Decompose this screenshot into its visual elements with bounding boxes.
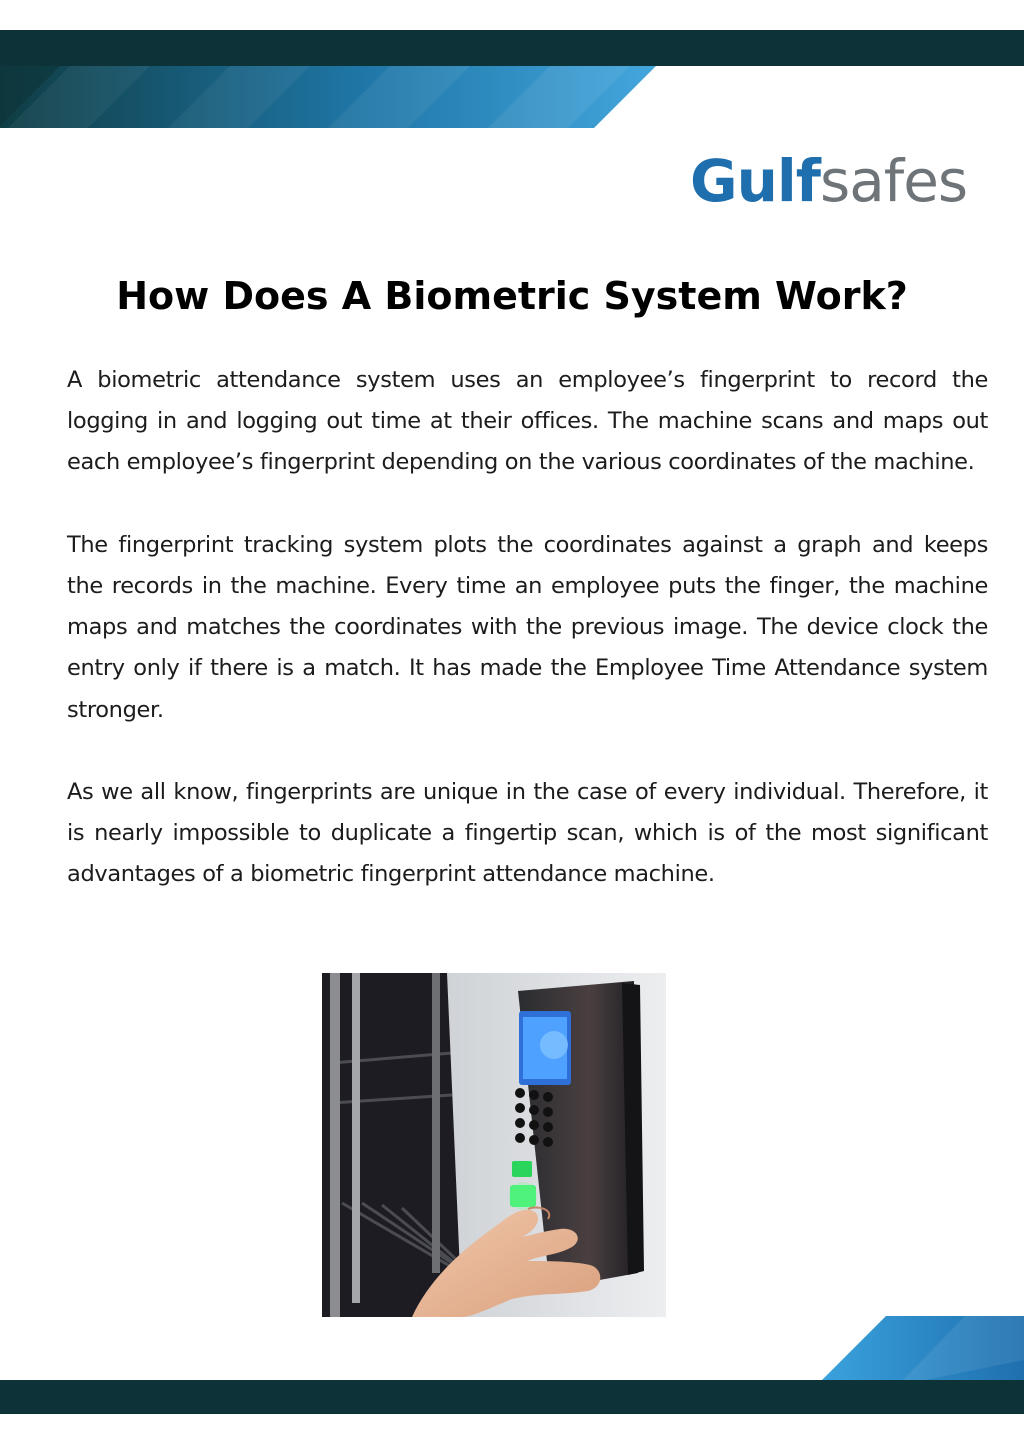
- bottom-banner: [0, 1316, 1024, 1414]
- article-body: A biometric attendance system uses an em…: [67, 360, 988, 937]
- logo-safes-text: safes: [820, 147, 968, 215]
- fingerprint-device-illustration: [322, 973, 666, 1317]
- fingerprint-device-photo: [322, 973, 666, 1317]
- paragraph-1: A biometric attendance system uses an em…: [67, 367, 988, 476]
- top-banner: [0, 30, 1024, 128]
- paragraph-3: As we all know, fingerprints are unique …: [67, 779, 988, 888]
- logo-gulf-text: Gulf: [690, 147, 821, 215]
- gulfsafes-logo: Gulfsafes: [690, 146, 968, 216]
- paragraph-2: The fingerprint tracking system plots th…: [67, 531, 988, 723]
- page-title: How Does A Biometric System Work?: [116, 274, 908, 318]
